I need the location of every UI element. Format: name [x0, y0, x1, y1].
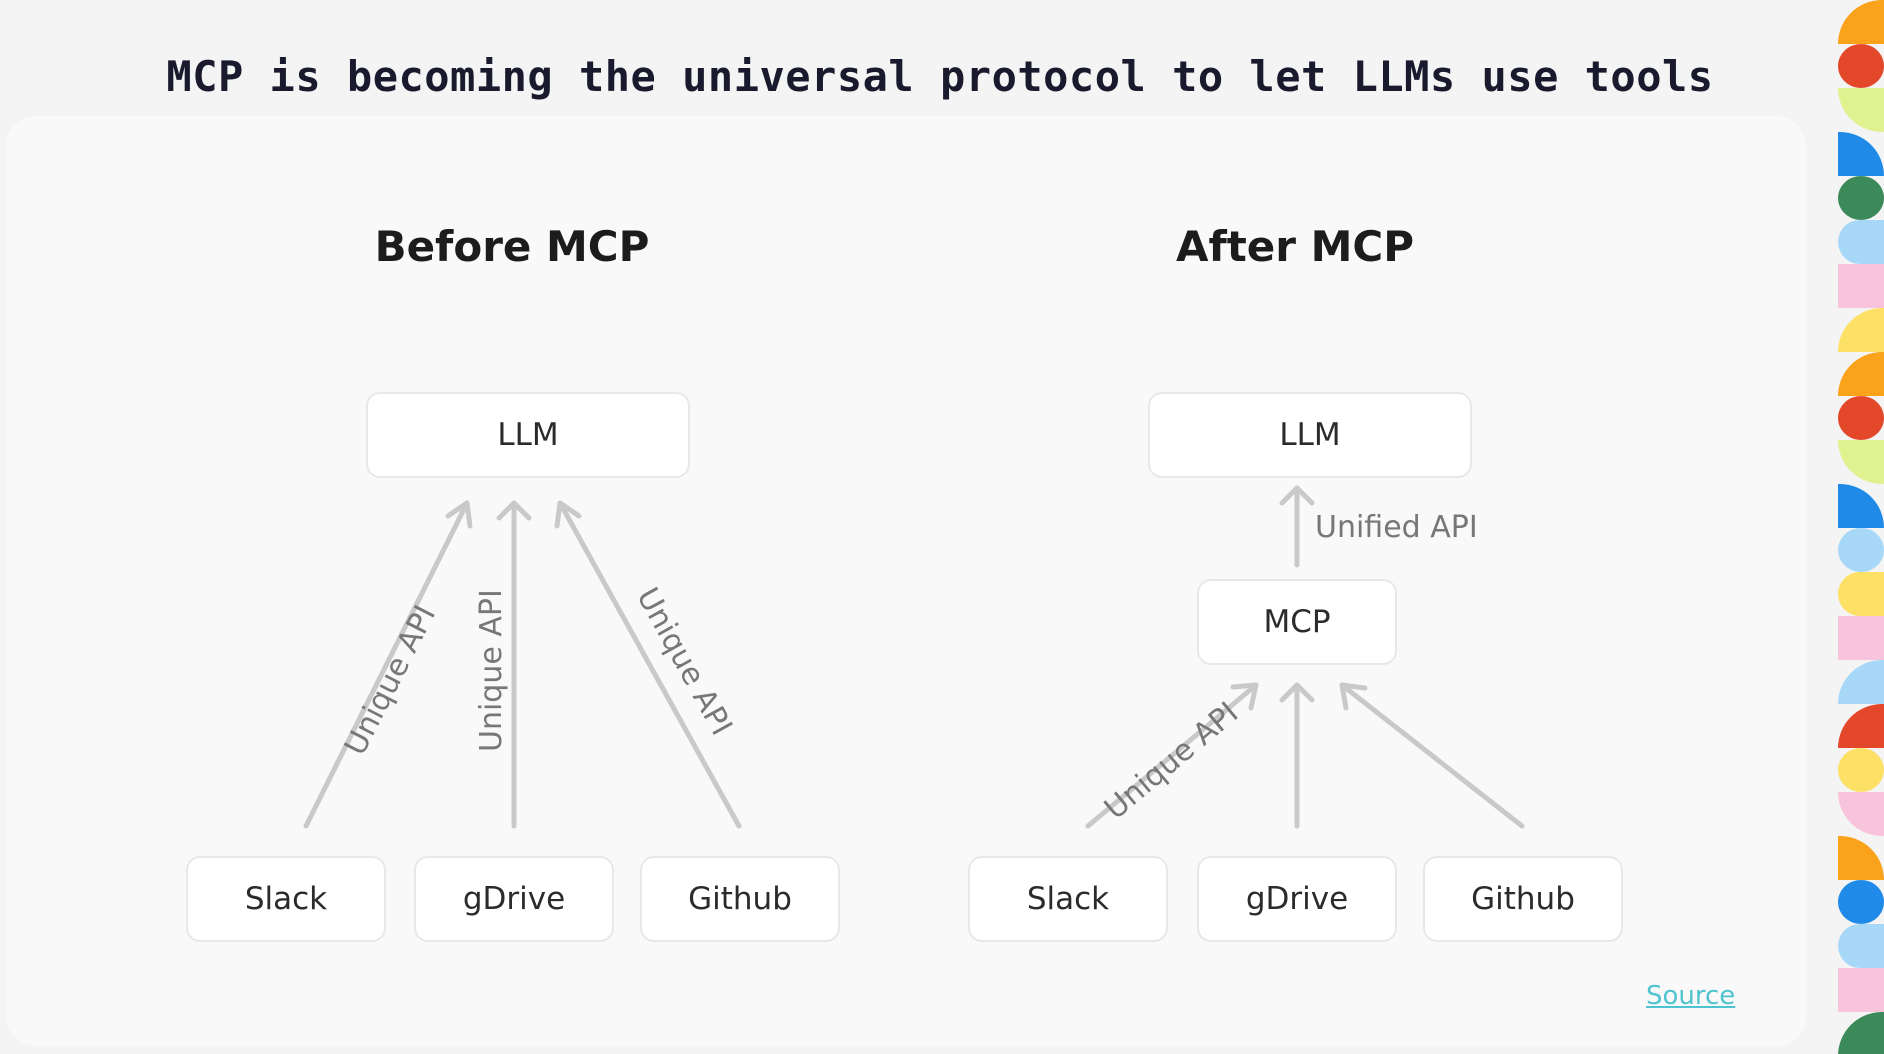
after-mcp-box: MCP [1197, 579, 1397, 665]
source-link[interactable]: Source [1646, 981, 1736, 1011]
strip-shape [1838, 352, 1884, 396]
arrow-before-github [554, 500, 742, 829]
after-gdrive-box: gDrive [1197, 856, 1397, 942]
strip-shape [1838, 660, 1884, 704]
before-gdrive-edge-label: Unique API [474, 589, 509, 752]
before-slack-box: Slack [186, 856, 386, 942]
decorative-color-strip [1838, 0, 1884, 1054]
strip-shape [1838, 968, 1884, 1012]
strip-shape [1838, 176, 1884, 220]
slide-title: MCP is becoming the universal protocol t… [166, 52, 1714, 101]
strip-shape [1838, 880, 1884, 924]
strip-shape [1838, 704, 1884, 748]
strip-shape [1838, 528, 1884, 572]
after-heading: After MCP [1175, 222, 1415, 271]
arrow-after-github [1339, 682, 1525, 829]
strip-shape [1838, 264, 1884, 308]
arrow-before-gdrive [496, 500, 532, 829]
before-llm-box: LLM [366, 392, 690, 478]
strip-shape [1838, 44, 1884, 88]
before-github-box: Github [640, 856, 840, 942]
strip-shape [1838, 396, 1884, 440]
strip-shape [1838, 748, 1884, 792]
strip-shape [1838, 484, 1884, 528]
strip-shape [1838, 1012, 1884, 1054]
strip-shape [1838, 924, 1884, 968]
after-slack-box: Slack [968, 856, 1168, 942]
before-heading: Before MCP [374, 222, 650, 271]
after-hub-edge-label: Unified API [1315, 510, 1478, 545]
strip-shape [1838, 792, 1884, 836]
strip-shape [1838, 836, 1884, 880]
arrow-after-slack [1085, 682, 1259, 829]
strip-shape [1838, 572, 1884, 616]
strip-shape [1838, 616, 1884, 660]
before-gdrive-box: gDrive [414, 856, 614, 942]
after-github-box: Github [1423, 856, 1623, 942]
arrow-after-mcp-llm [1279, 485, 1315, 568]
strip-shape [1838, 308, 1884, 352]
strip-shape [1838, 440, 1884, 484]
arrow-before-slack [303, 500, 473, 829]
after-llm-box: LLM [1148, 392, 1472, 478]
strip-shape [1838, 88, 1884, 132]
strip-shape [1838, 220, 1884, 264]
strip-shape [1838, 0, 1884, 44]
arrow-after-gdrive [1279, 682, 1315, 829]
strip-shape [1838, 132, 1884, 176]
